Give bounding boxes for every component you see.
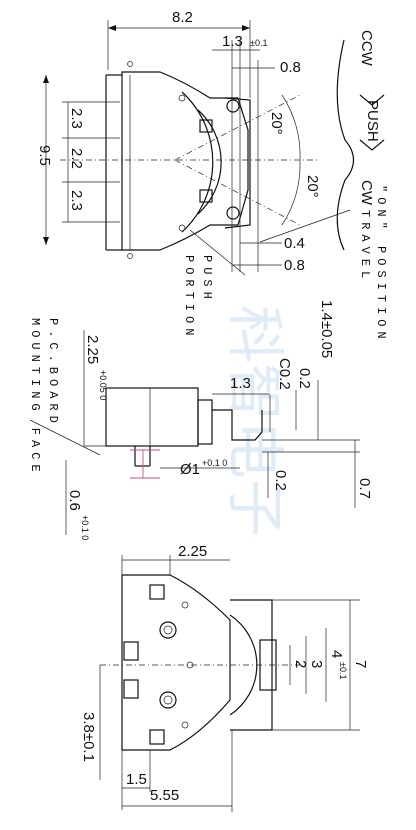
dim-arrow (242, 25, 250, 31)
dim-08-bot-label: 0.8 (284, 257, 305, 274)
travel-label: TRAVEL (358, 210, 372, 283)
knob-notch-top (199, 119, 213, 133)
dim-23b-label: 2.3 (68, 190, 85, 211)
cw-label: CW (358, 180, 375, 206)
top-view-body (121, 71, 249, 251)
dim-04-label: 0.4 (284, 235, 305, 252)
dim-06-tol: +0.1 0 (80, 515, 90, 540)
dim-4-tol: ±0.1 (338, 662, 348, 679)
dim-02b-label: 0.2 (272, 470, 289, 491)
dim-02a-label: 0.2 (296, 368, 313, 389)
side-view-knob (212, 409, 263, 441)
dim-13-tol: ±0.1 (250, 38, 267, 48)
dim-width-label: 8.2 (172, 9, 193, 26)
dim-06-label: 0.6 (66, 490, 83, 511)
knob-notch-bottom (199, 189, 213, 203)
leader-push (189, 229, 246, 276)
dim-13b-label: 1.3 (230, 375, 251, 392)
pin-mark-top (127, 61, 133, 67)
terminal-pad (123, 679, 139, 699)
dim-23a-label: 2.3 (68, 108, 85, 129)
mount-hole-bottom-inner (163, 695, 173, 705)
push-arrows (359, 94, 385, 151)
phi1-label: Ø1 (180, 461, 200, 478)
dim-arrow (108, 25, 116, 31)
mount-hole-bottom (159, 691, 177, 709)
bottom-view-body (121, 574, 231, 751)
on-position-label: "ON" POSITION (374, 185, 388, 344)
push-portion-label-1: PUSH (200, 255, 214, 304)
dim-arrow (43, 75, 49, 83)
dim-2-label: 2 (292, 660, 309, 668)
mount-hole-top-inner (163, 625, 173, 635)
push-label: PUSH (364, 100, 381, 142)
pc-board-label-2: MOUNTING FACE (28, 318, 42, 477)
dim-13-label: 1.3 (222, 33, 243, 50)
dim-14-label: 1.4±0.05 (318, 300, 335, 358)
dim-38-label: 3.8±0.1 (80, 712, 97, 762)
pc-board-leader (29, 419, 101, 456)
ccw-label: CCW (358, 30, 375, 67)
knob-arc-outer (181, 91, 214, 233)
push-portion-label-2: PORTION (182, 255, 196, 340)
dim-225-tol: +0.05 0 (98, 370, 108, 400)
dim-555-label: 5.55 (150, 787, 179, 804)
angle-line-bottom (174, 159, 301, 226)
pin-mark-bottom (127, 253, 133, 259)
angle-line-top (174, 94, 301, 161)
rivet-bottom (178, 224, 186, 232)
side-view-body (105, 387, 199, 447)
dim-3-label: 3 (308, 660, 325, 668)
pc-board-label-1: P.C.BOARD (46, 318, 60, 428)
dim-7-label: 7 (352, 660, 369, 668)
angle-arc-top (281, 94, 301, 161)
dim-225b-label: 2.25 (178, 543, 207, 560)
angle-top-label: 20° (268, 112, 285, 135)
leader-on (259, 209, 351, 243)
rivet-top (178, 94, 186, 102)
knob-hole-bottom (226, 206, 240, 220)
dim-225-label: 2.25 (84, 335, 101, 364)
rotation-arc (336, 39, 355, 251)
side-view-knob-base (197, 399, 213, 445)
angle-arc-bottom (281, 159, 301, 226)
angle-bottom-label: 20° (304, 175, 321, 198)
terminal-pad (123, 641, 139, 661)
dim-22-label: 2.2 (68, 148, 85, 169)
dim-arrow (43, 237, 49, 245)
knob-arc-inner (197, 109, 222, 215)
top-view: 8.2 1.3 ±0.1 0.8 9.5 2.3 2.2 2.3 20° 20°… (36, 9, 388, 344)
dim-08-top-label: 0.8 (280, 59, 301, 76)
phi1-tol: +0.1 0 (202, 458, 227, 468)
terminal-pad (149, 584, 165, 600)
bottom-view: 2.25 7 4 ±0.1 3 2 3.8±0.1 1.5 5.55 (80, 543, 369, 812)
side-view: 1.4±0.05 0.2 C0.2 1.3 0.7 0.2 2.25 +0.05… (28, 300, 373, 540)
watermark-text: 科智电子 (221, 305, 289, 537)
mount-hole-top (159, 621, 177, 639)
terminal-pad (149, 729, 165, 745)
dim-4-label: 4 (328, 650, 345, 658)
c02-label: C0.2 (276, 358, 293, 390)
dim-95-label: 9.5 (36, 145, 53, 166)
dim-07-label: 0.7 (356, 478, 373, 499)
dim-15-label: 1.5 (126, 771, 147, 788)
small-hole (181, 601, 189, 609)
knob-head (224, 97, 251, 229)
knob-hole-top (226, 99, 240, 113)
small-hole (181, 721, 189, 729)
